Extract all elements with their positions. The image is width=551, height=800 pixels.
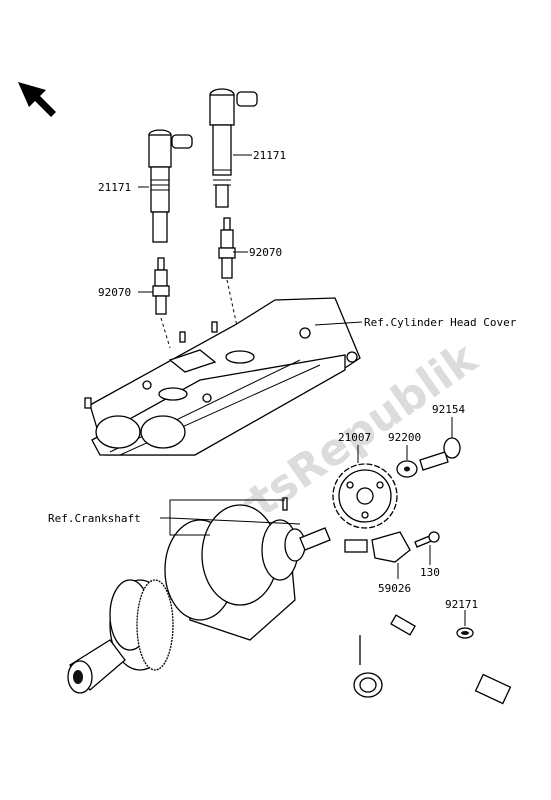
- label-plug-right: 92070: [249, 246, 282, 259]
- label-ref-crank: Ref.Crankshaft: [48, 512, 141, 525]
- crankshaft: [67, 497, 331, 694]
- ignition-coil-right: [209, 88, 258, 208]
- harness-clamp: [456, 627, 474, 639]
- label-ref-cover: Ref.Cylinder Head Cover: [364, 316, 517, 329]
- front-arrow-icon: [18, 82, 56, 117]
- ignition-coil-left: [148, 129, 193, 243]
- label-sensor: 59026: [378, 582, 411, 595]
- rotor-bolt: [419, 437, 461, 471]
- leader-plug-dashed: [160, 279, 241, 349]
- spark-plug-right: [218, 217, 236, 279]
- label-coil-right: 21171: [253, 149, 286, 162]
- cylinder-head-cover: [84, 297, 361, 456]
- crank-sensor: [344, 531, 440, 563]
- leader-ref-crank: [160, 499, 301, 536]
- spark-plug-left: [152, 257, 170, 315]
- label-washer: 92200: [388, 431, 421, 444]
- label-plug-left: 92070: [98, 286, 131, 299]
- label-bolt: 92154: [432, 403, 465, 416]
- sensor-harness: [325, 546, 512, 705]
- label-sensor-bolt: 130: [420, 566, 440, 579]
- timing-rotor: [332, 463, 398, 529]
- label-clamp: 92171: [445, 598, 478, 611]
- label-rotor: 21007: [338, 431, 371, 444]
- washer: [396, 460, 418, 478]
- leader-ref-cover: [314, 321, 363, 326]
- label-coil-left: 21171: [98, 181, 131, 194]
